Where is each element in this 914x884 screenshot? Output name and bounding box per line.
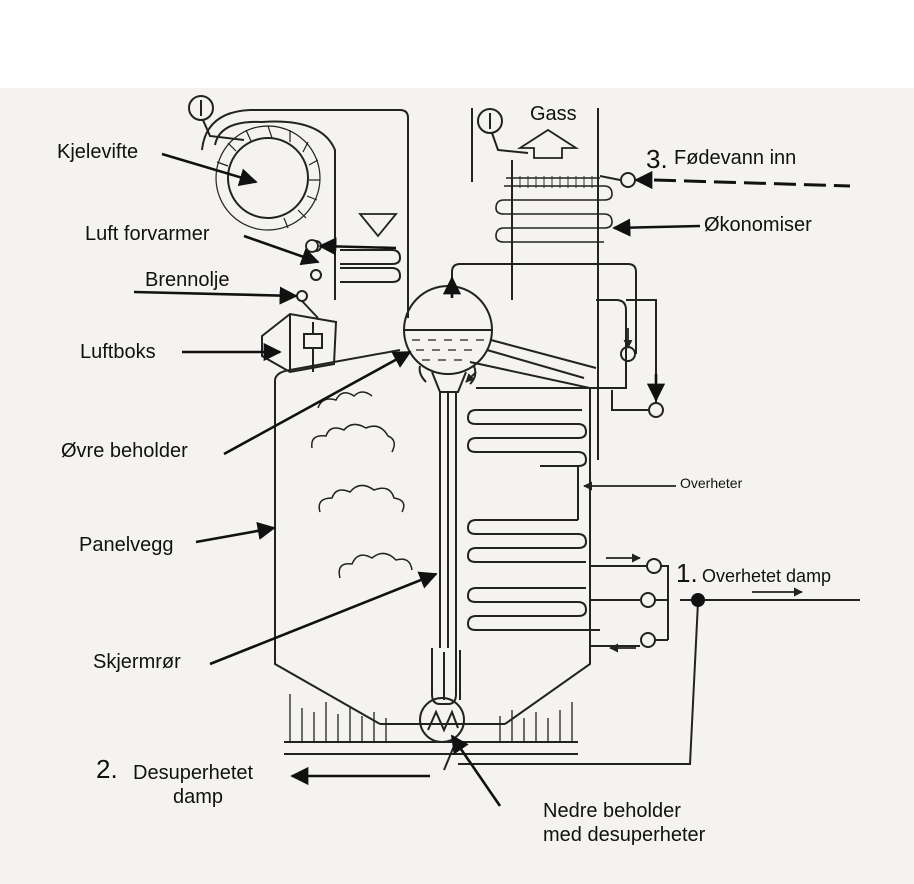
label-panelvegg: Panelvegg [79,534,174,556]
label-kjelevifte: Kjelevifte [57,141,139,163]
furnace-roof [274,349,401,381]
gas-gauge [477,108,503,134]
fan-gauge [188,95,214,121]
fan-scroll [214,120,336,300]
label-fodevann-inn: Fødevann inn [674,147,797,169]
label-luftboks: Luftboks [80,341,156,363]
fan-wheel [227,137,309,219]
superheater-coils [466,409,600,631]
label-nedre-line1: Nedre beholder [543,800,681,822]
fan-housing [201,109,409,268]
label-overheter: Overheter [680,475,743,491]
label-desuperhetet-line2: damp [173,785,224,808]
label-fodevann-number: 3. [646,144,668,174]
label-desuperhetet-number: 2. [96,754,118,784]
feed-water-line [653,178,851,188]
fan-blades [216,125,320,229]
label-desuperhetet-damp: Desuperhetet damp [133,762,253,809]
label-gass: Gass [530,103,577,125]
label-overhetet-damp: Overhetet damp [702,566,832,586]
label-ovre-beholder: Øvre beholder [61,440,188,462]
label-overhetet-number: 1. [676,558,698,588]
label-nedre-beholder: Nedre beholder med desuperheter [543,800,705,847]
label-brennolje: Brennolje [145,269,230,291]
label-okonomiser: Økonomiser [704,214,812,236]
panel-wall [274,380,381,725]
label-nedre-line2: med desuperheter [543,823,706,846]
label-desuperhetet-line1: Desuperhetet [133,762,254,784]
label-luft-forvarmer: Luft forvarmer [85,223,210,245]
economiser-coils [495,177,613,243]
label-skjermror: Skjermrør [93,651,181,673]
junction-node [691,593,705,607]
